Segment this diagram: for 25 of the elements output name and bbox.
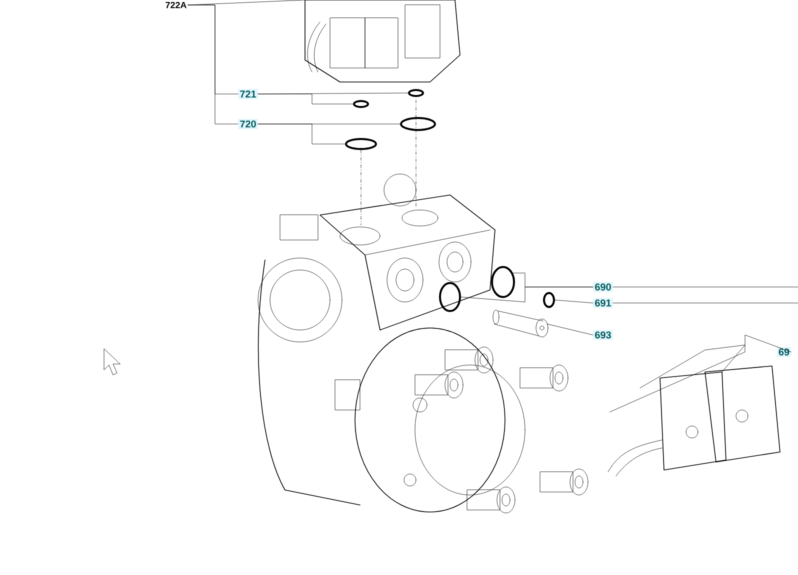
solenoid-valve-drawing: [608, 344, 780, 476]
solenoid-valve-drawing: [304, 0, 460, 82]
leader-line: [612, 286, 798, 288]
pin-drawing: [492, 310, 548, 338]
leader-line: [188, 4, 238, 124]
o-ring: [345, 138, 377, 150]
o-ring: [353, 100, 369, 108]
leader-line: [610, 334, 792, 412]
part-number: 721: [238, 89, 258, 99]
o-ring: [543, 292, 555, 308]
leader-line: [547, 324, 594, 336]
part-number: 720: [238, 118, 258, 130]
part-number: 690: [593, 282, 613, 292]
o-ring: [439, 282, 461, 312]
leader-line: [258, 92, 408, 94]
part-number: 693: [593, 330, 613, 340]
part-number: 722A: [166, 2, 186, 8]
part-number: 691: [593, 298, 613, 308]
part-number: 69: [776, 346, 792, 358]
leader-line: [511, 270, 594, 288]
leader-line: [554, 300, 594, 304]
leader-line: [612, 302, 798, 304]
o-ring: [400, 117, 436, 131]
o-ring: [491, 266, 515, 298]
o-ring: [408, 89, 424, 97]
